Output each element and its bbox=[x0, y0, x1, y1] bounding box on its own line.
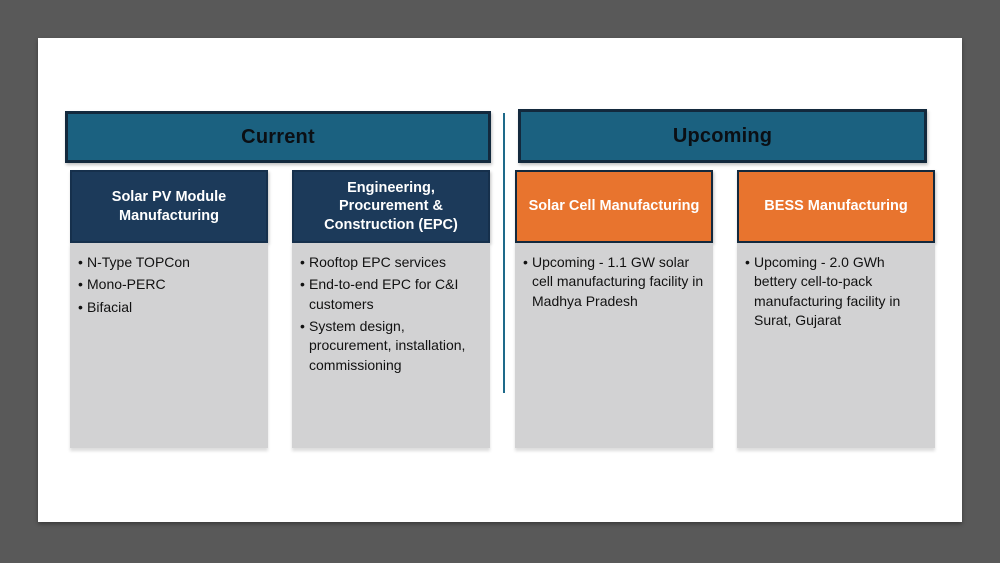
section-header-upcoming: Upcoming bbox=[518, 109, 927, 163]
bullet-text: Bifacial bbox=[87, 298, 133, 315]
bullet-text: Upcoming - 1.1 GW solar cell manufacturi… bbox=[532, 254, 704, 309]
card-solar-cell: Solar Cell Manufacturing • Upcoming - 1.… bbox=[515, 170, 713, 448]
section-title-current: Current bbox=[241, 125, 315, 148]
list-item: • System design, procurement, installati… bbox=[300, 317, 484, 375]
card-solar-pv-module: Solar PV Module Manufacturing • N-Type T… bbox=[70, 170, 268, 448]
card-title: Engineering, Procurement & Construction … bbox=[324, 179, 458, 233]
bullet-icon: • bbox=[78, 276, 83, 293]
card-header: Solar Cell Manufacturing bbox=[515, 170, 713, 243]
card-body: • Rooftop EPC services • End-to-end EPC … bbox=[292, 243, 490, 448]
card-epc: Engineering, Procurement & Construction … bbox=[292, 170, 490, 448]
list-item: • Mono-PERC bbox=[78, 275, 262, 294]
card-header: BESS Manufacturing bbox=[737, 170, 935, 243]
list-item: • Upcoming - 2.0 GWh bettery cell-to-pac… bbox=[745, 253, 929, 330]
list-item: • Upcoming - 1.1 GW solar cell manufactu… bbox=[523, 253, 707, 311]
bullet-text: Mono-PERC bbox=[87, 276, 166, 293]
slide-canvas: Current Upcoming Solar PV Module Manufac… bbox=[38, 38, 962, 522]
section-divider-line bbox=[503, 113, 505, 393]
list-item: • Rooftop EPC services bbox=[300, 253, 484, 272]
section-header-current: Current bbox=[65, 111, 491, 163]
bullet-icon: • bbox=[300, 254, 305, 270]
card-title: Solar Cell Manufacturing bbox=[528, 198, 700, 215]
list-item: • End-to-end EPC for C&I customers bbox=[300, 275, 484, 314]
card-body: • Upcoming - 2.0 GWh bettery cell-to-pac… bbox=[737, 243, 935, 448]
bullet-icon: • bbox=[300, 317, 305, 334]
bullet-text: System design, procurement, installation… bbox=[309, 317, 466, 373]
card-header: Engineering, Procurement & Construction … bbox=[292, 170, 490, 243]
card-body: • Upcoming - 1.1 GW solar cell manufactu… bbox=[515, 243, 713, 448]
list-item: • N-Type TOPCon bbox=[78, 253, 262, 272]
card-header: Solar PV Module Manufacturing bbox=[70, 170, 268, 243]
list-item: • Bifacial bbox=[78, 298, 262, 317]
card-title: BESS Manufacturing bbox=[764, 198, 908, 215]
section-title-upcoming: Upcoming bbox=[672, 124, 773, 147]
bullet-text: Upcoming - 2.0 GWh bettery cell-to-pack … bbox=[754, 254, 901, 328]
bullet-icon: • bbox=[78, 298, 83, 315]
card-title: Solar PV Module Manufacturing bbox=[111, 188, 227, 224]
bullet-icon: • bbox=[523, 254, 528, 270]
bullet-text: N-Type TOPCon bbox=[87, 254, 190, 270]
card-body: • N-Type TOPCon • Mono-PERC • Bifacial bbox=[70, 243, 268, 448]
bullet-icon: • bbox=[78, 254, 83, 270]
bullet-icon: • bbox=[300, 276, 305, 293]
bullet-icon: • bbox=[745, 254, 750, 270]
bullet-text: End-to-end EPC for C&I customers bbox=[309, 276, 459, 312]
card-bess: BESS Manufacturing • Upcoming - 2.0 GWh … bbox=[737, 170, 935, 448]
bullet-text: Rooftop EPC services bbox=[309, 254, 446, 270]
